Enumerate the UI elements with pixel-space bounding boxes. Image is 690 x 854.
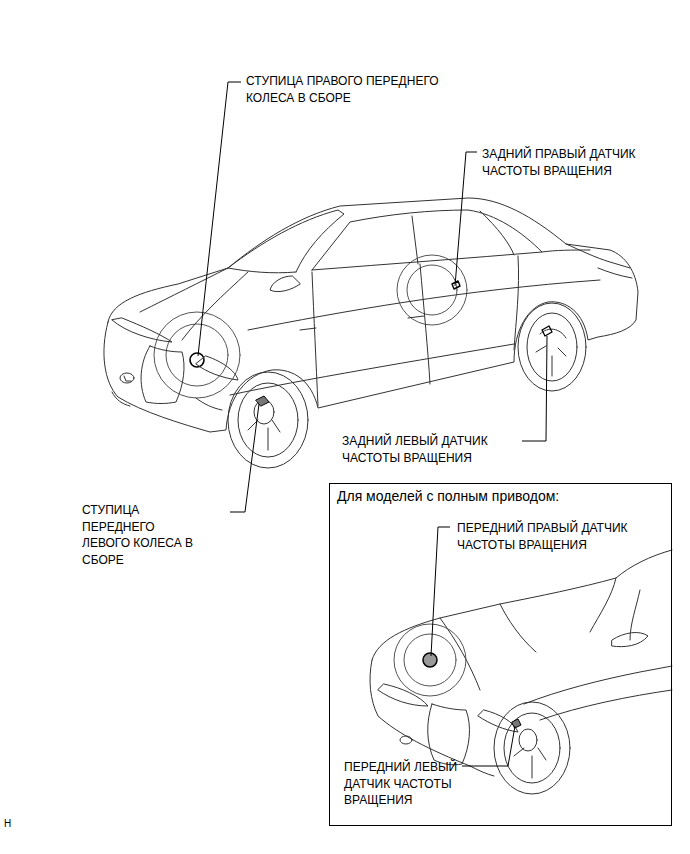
part-label: ЗАДНИЙ ЛЕВЫЙ ДАТЧИК ЧАСТОТЫ ВРАЩЕНИЯ bbox=[342, 433, 527, 466]
part-label: СТУПИЦА ПЕРЕДНЕГО ЛЕВОГО КОЛЕСА В СБОРЕ bbox=[82, 502, 204, 568]
part-label: ПЕРЕДНИЙ ПРАВЫЙ ДАТЧИК ЧАСТОТЫ ВРАЩЕНИЯ bbox=[457, 520, 657, 553]
part-label: ЗАДНИЙ ПРАВЫЙ ДАТЧИК ЧАСТОТЫ ВРАЩЕНИЯ bbox=[482, 146, 672, 179]
leader-lines bbox=[198, 82, 547, 766]
inset-heading: Для моделей с полным приводом: bbox=[337, 488, 657, 505]
part-label: СТУПИЦА ПРАВОГО ПЕРЕДНЕГО КОЛЕСА В СБОРЕ bbox=[246, 73, 476, 106]
page-mark: H bbox=[4, 816, 24, 833]
part-label: ПЕРЕДНИЙ ЛЕВЫЙ ДАТЧИК ЧАСТОТЫ ВРАЩЕНИЯ bbox=[344, 759, 469, 809]
inset-box: Для моделей с полным приводом: ПЕРЕДНИЙ П… bbox=[329, 483, 672, 826]
